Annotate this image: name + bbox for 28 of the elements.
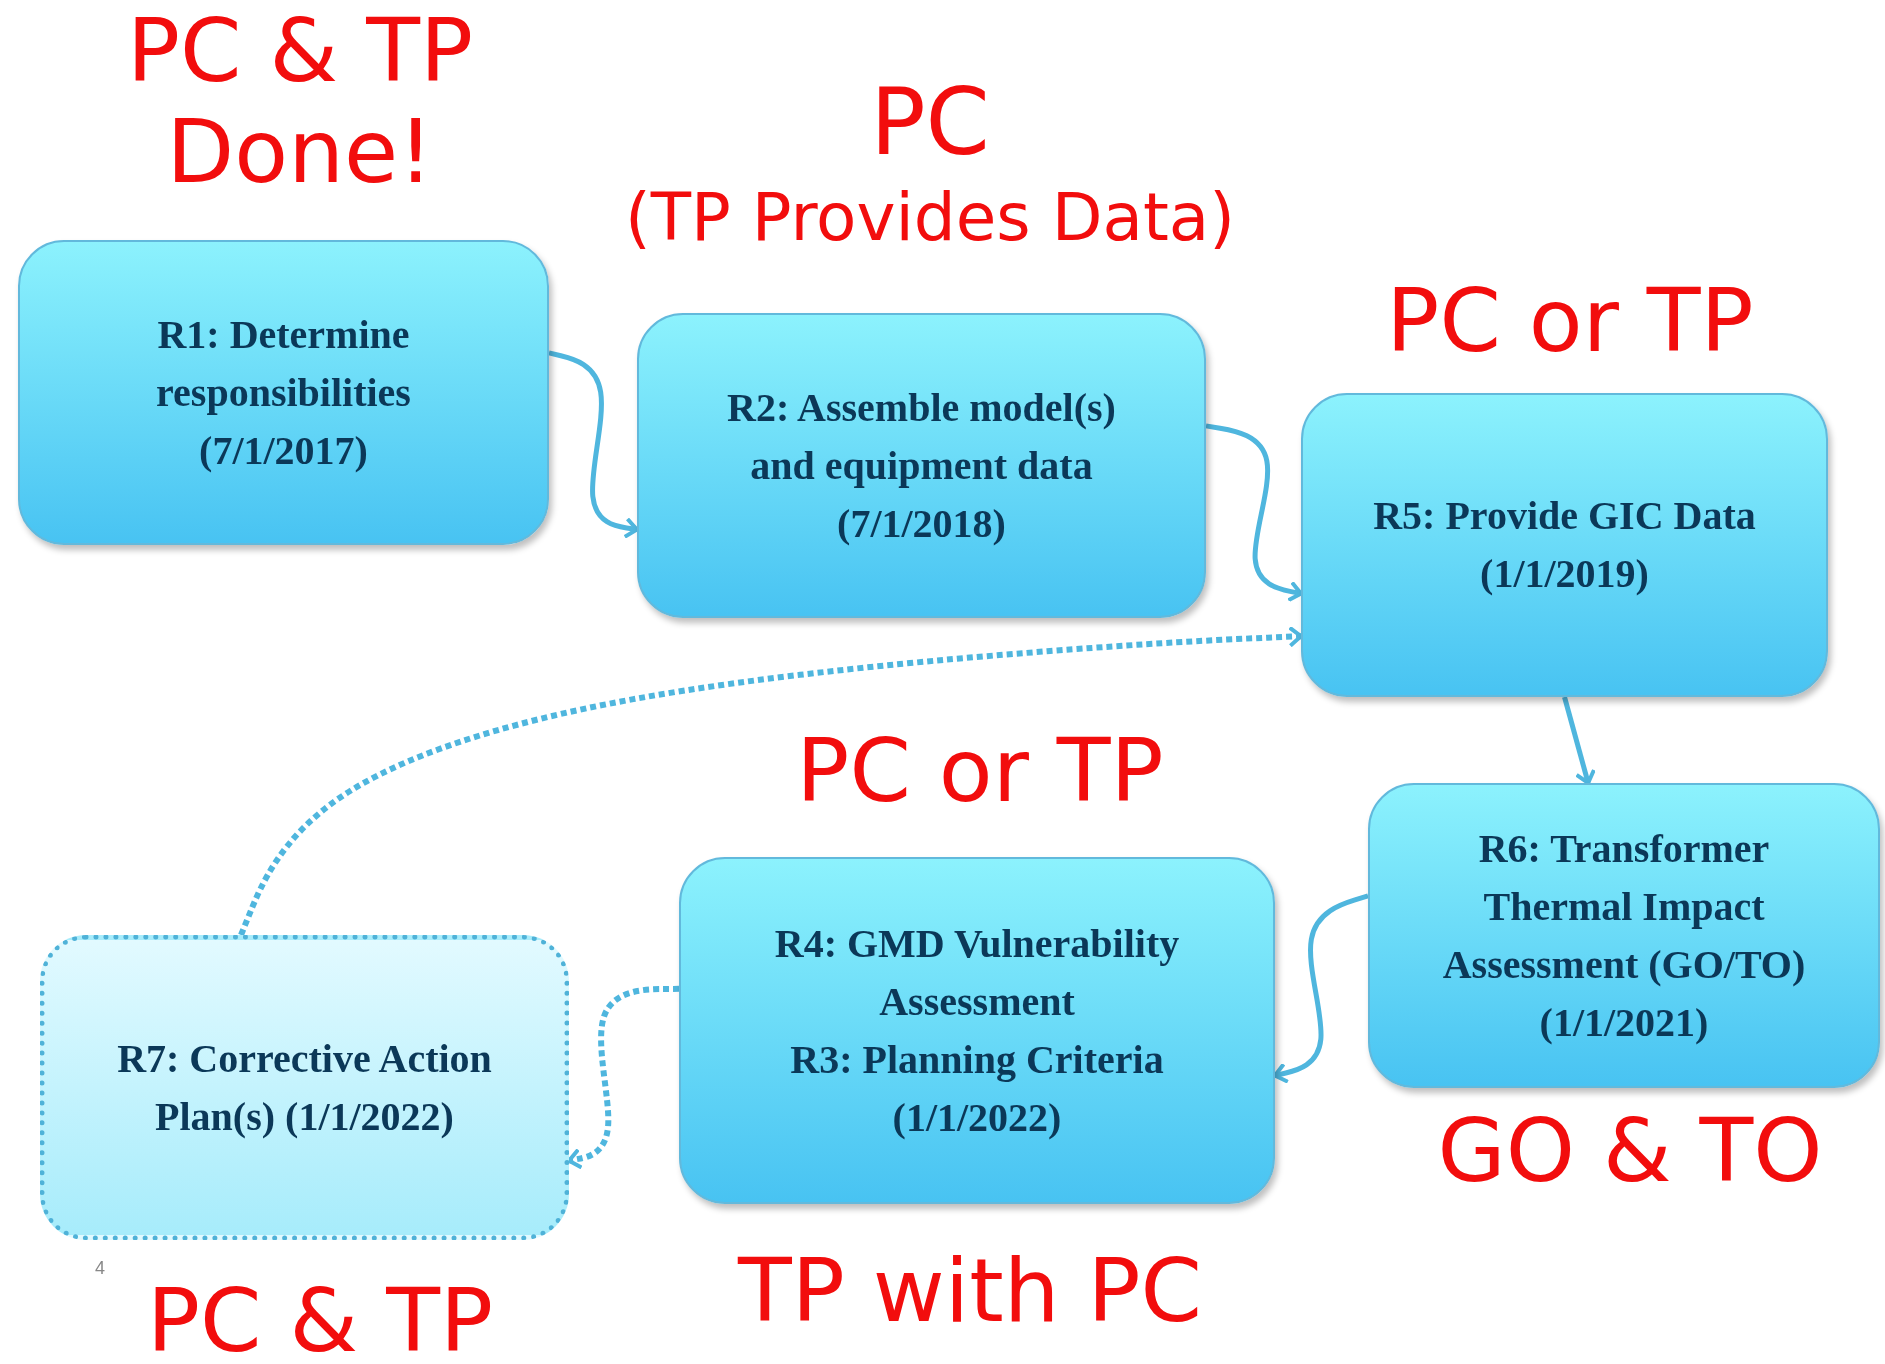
arrow [1205, 423, 1303, 603]
process-box [637, 313, 1206, 618]
role-label: GO & TO [1436, 1100, 1824, 1202]
step-text: R6: Transformer Thermal Impact Assessment (GO/TO) (1/1/2021) [1441, 824, 1807, 1047]
step-text: R1: Determine responsibilities (7/1/2017) [155, 310, 412, 475]
arrow [1562, 696, 1596, 785]
process-box [1301, 393, 1828, 697]
arrow [567, 985, 680, 1170]
step-text: R4: GMD Vulnerability Assessment [773, 919, 1181, 1026]
role-label: PC [869, 70, 991, 176]
role-label: (TP Provides Data) [623, 180, 1237, 256]
role-label: PC & TP Done! [126, 0, 474, 203]
process-box [679, 857, 1275, 1204]
step-text: R7: Corrective Action Plan(s) (1/1/2022) [116, 1034, 493, 1141]
arrow [548, 350, 639, 539]
step-text: R5: Provide GIC Data (1/1/2019) [1372, 492, 1757, 598]
role-label: PC or TP [795, 720, 1165, 822]
process-box [18, 240, 549, 545]
process-box [1368, 783, 1880, 1088]
arrow [1273, 893, 1369, 1084]
step-text: R3: Planning Criteria (1/1/2022) [789, 1035, 1165, 1142]
step-text: R2: Assemble model(s) and equipment data (7/1/2018) [726, 383, 1117, 548]
role-label: TP with PC [736, 1240, 1203, 1342]
role-label: PC & TP [146, 1270, 494, 1364]
page-number: 4 [95, 1258, 105, 1279]
role-label: PC or TP [1385, 270, 1755, 372]
process-box [40, 935, 569, 1240]
arrow [238, 625, 1303, 937]
